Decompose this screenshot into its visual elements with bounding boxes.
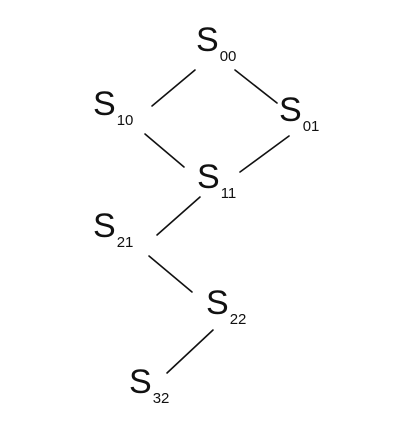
node-s21-subscript: 21 <box>116 234 134 251</box>
node-s10-label: S <box>93 85 116 123</box>
edge-s21-s22 <box>148 255 193 293</box>
edge-s00-s01 <box>234 69 278 104</box>
node-s22: S22 <box>206 284 246 327</box>
node-s00-label: S <box>196 21 219 59</box>
edge-s11-s21 <box>156 196 201 236</box>
node-s01: S01 <box>279 91 319 134</box>
node-s11-subscript: 11 <box>220 185 237 202</box>
edge-s10-s11 <box>144 133 185 168</box>
node-s01-subscript: 01 <box>302 118 320 135</box>
node-s10-subscript: 10 <box>116 112 134 129</box>
edge-s01-s11 <box>239 135 290 173</box>
node-s32: S32 <box>129 363 169 406</box>
node-s01-label: S <box>279 91 302 129</box>
node-s32-label: S <box>129 363 152 401</box>
node-s00-subscript: 00 <box>219 48 237 65</box>
node-s22-subscript: 22 <box>229 311 247 328</box>
node-s22-label: S <box>206 284 229 322</box>
node-s21-label: S <box>93 207 116 245</box>
node-s32-subscript: 32 <box>152 390 170 407</box>
node-s00: S00 <box>196 21 236 64</box>
node-s11-label: S <box>197 158 220 196</box>
node-s21: S21 <box>93 207 133 250</box>
node-s10: S10 <box>93 85 133 128</box>
edge-s00-s10 <box>151 69 196 107</box>
edge-s22-s32 <box>166 329 214 374</box>
node-s11: S11 <box>197 158 236 201</box>
